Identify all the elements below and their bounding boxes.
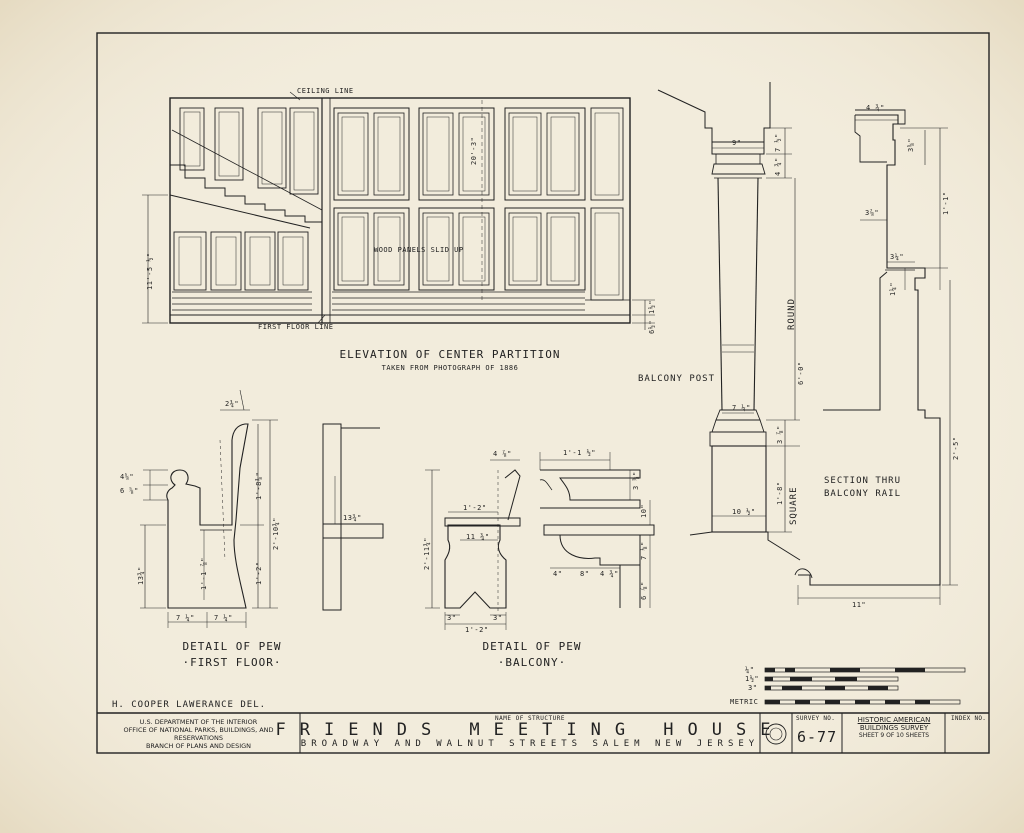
title-block-lines (97, 712, 989, 753)
elevation-drawing (142, 91, 655, 330)
scale-label-quarter: ¼" (745, 666, 755, 674)
pew-first-bottom-dim-b: 7 ¼" (214, 614, 233, 622)
rail-dim-e: 1¼" (889, 281, 897, 296)
elevation-subtitle: TAKEN FROM PHOTOGRAPH OF 1886 (381, 364, 519, 372)
agency-line1: U.S. DEPARTMENT OF THE INTERIOR (139, 718, 258, 726)
agency-line3: BRANCH OF PLANS AND DESIGN (145, 742, 252, 750)
pew-balcony-top-dim: 4 ⅞" (493, 450, 512, 458)
pew-balcony-height-dim: 2'-11¾" (423, 536, 431, 570)
pew-balcony-title: DETAIL OF PEW (482, 640, 582, 653)
survey-org-block: HISTORIC AMERICAN BUILDINGS SURVEY SHEET… (844, 716, 944, 740)
pew-balcony-right-top-dim: 1'-1 ½" (563, 449, 597, 457)
post-round-label: ROUND (787, 297, 797, 330)
graphic-scales (764, 667, 966, 705)
survey-no-label: SURVEY NO. (796, 715, 836, 722)
rail-dim-f: 2'-5" (952, 436, 960, 460)
pew-first-total-dim: 2'-10¾" (272, 516, 280, 550)
wood-panels-note: WOOD PANELS SLID UP (374, 246, 464, 254)
pew-balcony-seat-dim: 1'-2" (463, 504, 487, 512)
rail-title-line2: BALCONY RAIL (824, 489, 902, 499)
rail-bottom-dim: 11" (852, 601, 867, 609)
rail-top-dim: 4 ¾" (866, 104, 885, 112)
post-shaft-dim: 6'-0" (797, 361, 805, 385)
post-top-width-dim: 9" (732, 139, 742, 147)
pew-balcony-right-dim-c: 7 ⅛" (640, 541, 648, 560)
post-square-label: SQUARE (789, 486, 799, 525)
ceiling-line-label: CEILING LINE (297, 87, 354, 95)
scale-label-three: 3" (748, 684, 758, 692)
pew-first-leg-dim: 13¾" (137, 566, 145, 585)
rail-title-line1: SECTION THRU (824, 476, 902, 486)
rail-dim-b: 1'-1" (942, 191, 950, 215)
rail-dim-a: 3⅝" (907, 137, 915, 152)
rail-dim-c: 3⅞" (865, 209, 880, 217)
pew-balcony-right-dim-d: 6 ⅞" (640, 581, 648, 600)
structure-name: FRIENDS MEETING HOUSE (275, 720, 785, 740)
pew-balcony-bottom-dim: 1'-2" (465, 626, 489, 634)
elevation-floor-dim-b: 6½" (648, 319, 656, 334)
survey-org-line1: HISTORIC AMERICAN (857, 716, 931, 724)
sheet-info: SHEET 9 OF 10 SHEETS (858, 732, 930, 739)
agency-block: U.S. DEPARTMENT OF THE INTERIOR OFFICE O… (100, 718, 297, 750)
pew-first-arm-dim-b: 6 ⅝" (120, 487, 139, 495)
pew-balcony-drawing (425, 452, 655, 630)
post-square-dim: 1'-8" (776, 481, 784, 505)
pew-balcony-leg-dim-b: 3" (493, 614, 503, 622)
first-floor-line-label: FIRST FLOOR LINE (258, 323, 334, 331)
post-cap-dim-a: 7 ½" (774, 133, 782, 152)
survey-org-line2: BUILDINGS SURVEY (859, 724, 929, 732)
sheet-border (96, 32, 990, 754)
scale-label-one-half: 1½" (745, 675, 760, 683)
balcony-post-drawing (657, 82, 801, 561)
scale-label-metric: METRIC (730, 698, 759, 706)
post-cap-dim-b: 4 ¾" (774, 157, 782, 176)
pew-balcony-right-dim-g: 4 ¾" (600, 570, 619, 578)
structure-address: BROADWAY AND WALNUT STREETS SALEM NEW JE… (300, 739, 760, 749)
pew-first-seat-depth-dim: 1'-1 ⅞" (200, 556, 208, 590)
pew-first-title: DETAIL OF PEW (182, 640, 282, 653)
pew-balcony-right-dim-a: 3 ⅝" (632, 471, 640, 490)
post-bottom-width-dim: 10 ½" (732, 508, 756, 516)
survey-number: 6-77 (797, 728, 838, 746)
post-base-width-dim: 7 ¼" (732, 404, 751, 412)
pew-first-subtitle: ·FIRST FLOOR· (182, 656, 282, 669)
structure-name-label: NAME OF STRUCTURE (495, 715, 565, 722)
pew-balcony-subtitle: ·BALCONY· (497, 656, 567, 669)
elevation-floor-dim-a: 1½" (648, 299, 656, 314)
end-view-dim: 13¾" (343, 514, 362, 522)
balcony-post-title: BALCONY POST (638, 374, 716, 384)
pew-balcony-seat-depth-dim: 11 ¾" (466, 533, 490, 541)
pew-balcony-right-dim-e: 4" (553, 570, 563, 578)
index-no-label: INDEX NO. (951, 715, 987, 722)
pew-balcony-leg-dim-a: 3" (447, 614, 457, 622)
pew-first-arm-dim-a: 4⅝" (120, 473, 135, 481)
delineator-credit: H. COOPER LAWERANCE DEL. (112, 700, 267, 710)
pew-end-view-drawing (322, 423, 384, 611)
pew-first-seat-dim: 1'-2" (255, 561, 263, 585)
pew-balcony-right-dim-f: 8" (580, 570, 590, 578)
pew-first-back-dim: 1'-8⅜" (255, 471, 263, 500)
elevation-upper-dim: 20'-3" (470, 136, 478, 165)
agency-line2: OFFICE OF NATIONAL PARKS, BUILDINGS, AND… (123, 726, 274, 742)
pew-first-top-dim: 2¾" (225, 400, 240, 408)
pew-first-bottom-dim-a: 7 ¼" (176, 614, 195, 622)
rail-dim-d: 3¼" (890, 253, 905, 261)
balcony-rail-drawing (794, 109, 958, 605)
pew-first-floor-drawing (140, 389, 278, 628)
elevation-height-dim: 11'-5 ½" (146, 252, 154, 290)
pew-balcony-right-dim-b: 10" (640, 503, 648, 518)
elevation-title: ELEVATION OF CENTER PARTITION (339, 348, 561, 361)
post-base-cap-dim: 3 ⅞" (776, 425, 784, 444)
